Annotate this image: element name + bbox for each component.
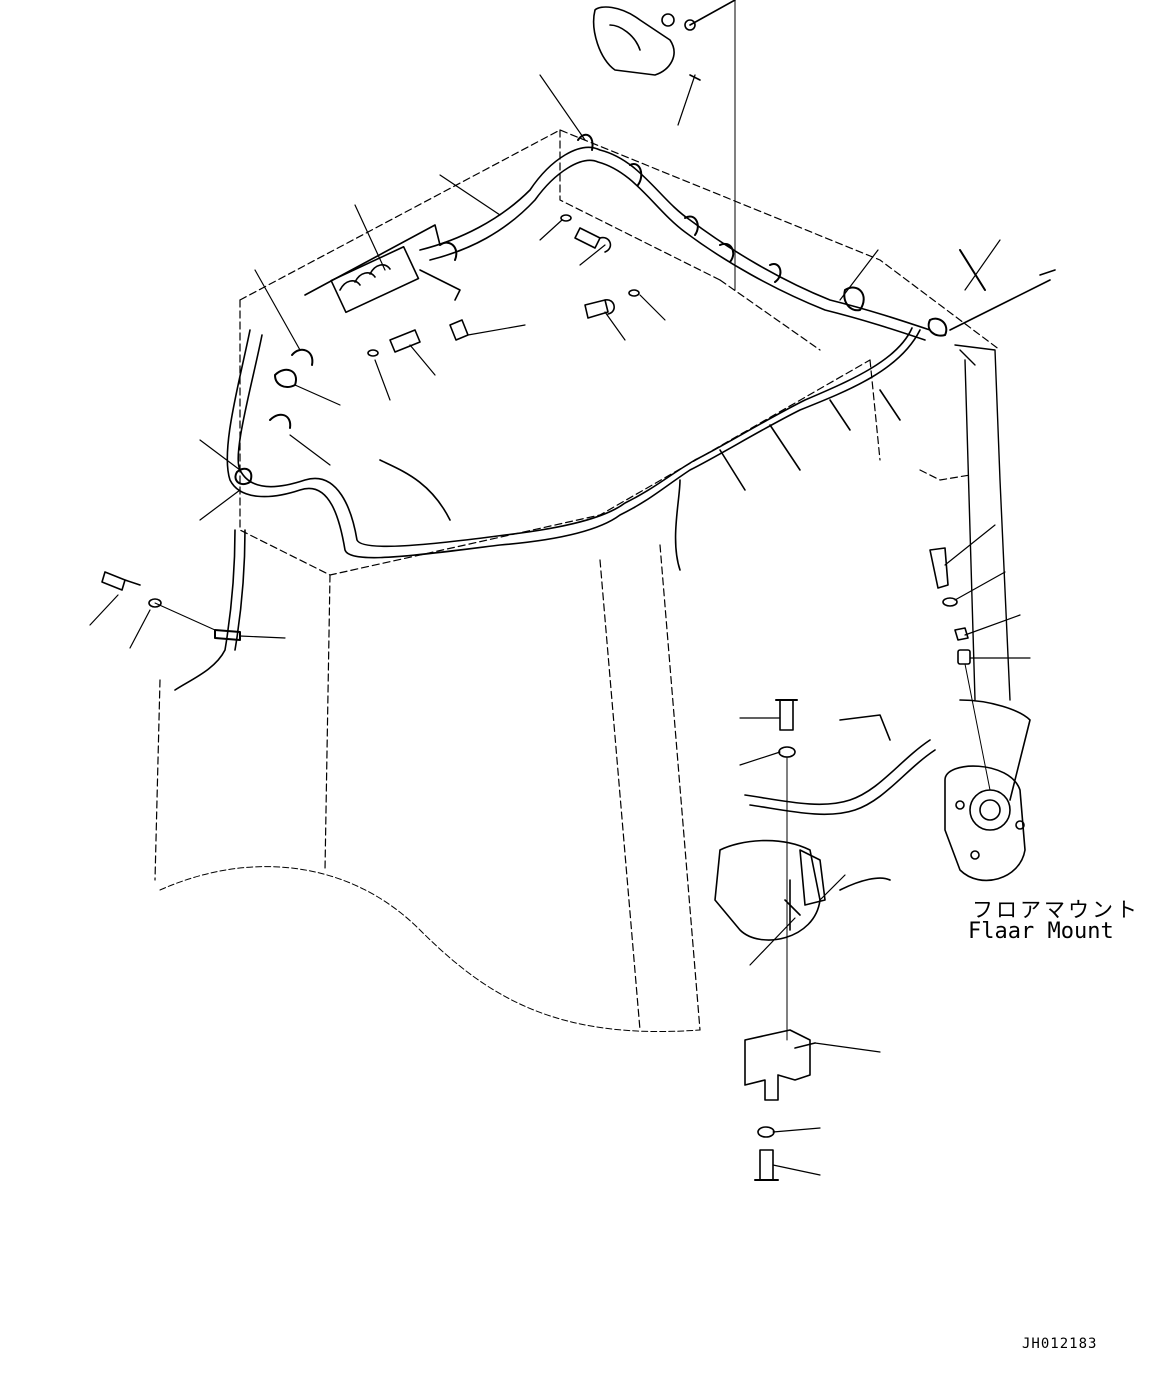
bracket-assembly [744, 699, 816, 1181]
drawing-id: JH012183 [1022, 1336, 1098, 1352]
leader-lines [89, 74, 1031, 1176]
cab-outline [154, 129, 1001, 1031]
floor-mount-label-jp: フロアマウント [972, 898, 1140, 922]
roof-fasteners [101, 214, 1056, 631]
clamps [214, 133, 948, 641]
floor-mount [944, 699, 1031, 882]
lower-harness [714, 714, 936, 941]
cab-lower-curve [159, 866, 701, 1033]
right-pillar [954, 344, 1011, 701]
motor-assembly [592, 0, 736, 291]
floor-mount-label-en: Flaar Mount [968, 919, 1114, 944]
right-fasteners [929, 547, 991, 791]
wire-harness [174, 146, 1051, 691]
relay-block [304, 224, 461, 314]
